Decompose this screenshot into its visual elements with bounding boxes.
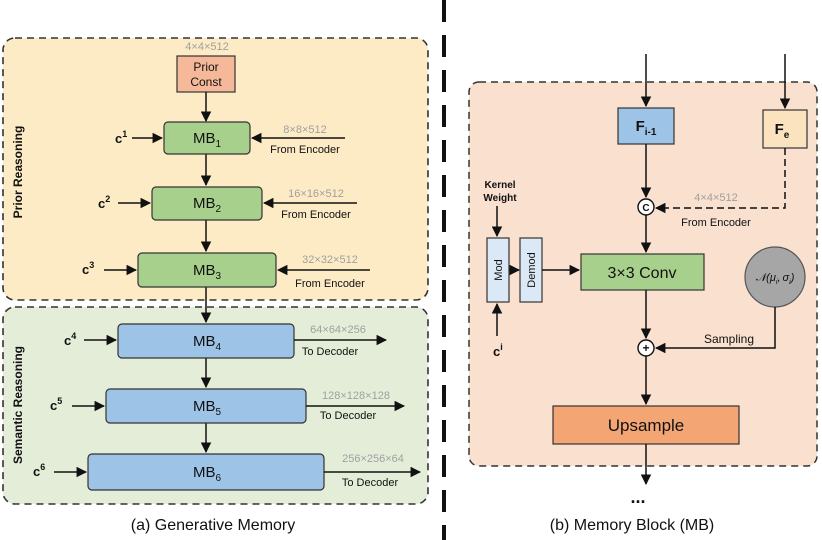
sampling-label: Sampling bbox=[704, 332, 754, 346]
prior-reasoning-label: Prior Reasoning bbox=[11, 126, 25, 219]
noise-label: 𝒩(μi,σi) bbox=[756, 272, 795, 286]
mb4-label: MB4 bbox=[193, 333, 222, 353]
upsample-label: Upsample bbox=[608, 416, 685, 435]
mb4-io: To Decoder bbox=[302, 346, 359, 358]
output-ellipsis: ... bbox=[630, 487, 645, 507]
semantic-reasoning-label: Semantic Reasoning bbox=[11, 346, 25, 464]
prior-const-label-1: Prior bbox=[193, 60, 218, 74]
encoder-dashed-path bbox=[654, 148, 786, 214]
prior-const-dim: 4×4×512 bbox=[185, 41, 228, 53]
mb1-label: MB1 bbox=[193, 130, 222, 150]
enc-dim: 4×4×512 bbox=[694, 192, 737, 204]
c6-label: c6 bbox=[33, 462, 45, 479]
mod-label: Mod bbox=[493, 259, 505, 280]
mb6-dim: 256×256×64 bbox=[342, 453, 404, 465]
f-enc-label: Fe bbox=[775, 121, 790, 141]
kernel-label-2: Weight bbox=[483, 193, 517, 204]
c5-label: c5 bbox=[50, 396, 62, 413]
right-caption: (b) Memory Block (MB) bbox=[550, 517, 714, 534]
f-prev-block bbox=[617, 107, 675, 145]
concat-symbol: C bbox=[642, 203, 649, 214]
prior-const-block bbox=[176, 55, 236, 93]
mb2-block bbox=[151, 186, 263, 221]
plus-symbol: + bbox=[642, 341, 649, 355]
mb2-label: MB2 bbox=[193, 195, 222, 215]
c3-label: c3 bbox=[82, 260, 94, 277]
prior-const-label-2: Const bbox=[190, 75, 222, 89]
prior-reasoning-region bbox=[2, 37, 429, 301]
mb3-label: MB3 bbox=[193, 262, 222, 282]
conv-label: 3×3 Conv bbox=[608, 265, 677, 282]
demod-label: Demod bbox=[526, 252, 538, 287]
c2-label: c2 bbox=[98, 194, 110, 211]
ci-label: ci bbox=[493, 342, 503, 359]
mb4-dim: 64×64×256 bbox=[310, 324, 366, 336]
mb6-label: MB6 bbox=[193, 464, 222, 484]
kernel-label-1: Kernel bbox=[484, 180, 515, 191]
mb5-io: To Decoder bbox=[320, 410, 377, 422]
enc-label: From Encoder bbox=[681, 217, 751, 229]
c4-label: c4 bbox=[64, 331, 76, 348]
mb1-dim: 8×8×512 bbox=[283, 124, 326, 136]
mb1-io: From Encoder bbox=[270, 144, 340, 156]
mb2-io: From Encoder bbox=[281, 209, 351, 221]
mb3-dim: 32×32×512 bbox=[302, 254, 358, 266]
f-prev-label: Fi-1 bbox=[636, 118, 657, 138]
f-enc-block bbox=[762, 109, 808, 149]
mb6-io: To Decoder bbox=[342, 477, 399, 489]
mb3-block bbox=[137, 252, 277, 288]
mb3-io: From Encoder bbox=[295, 278, 365, 290]
conv-block bbox=[580, 253, 705, 291]
mb5-label: MB5 bbox=[193, 398, 222, 418]
sampling-path bbox=[654, 307, 776, 354]
mb1-block bbox=[163, 121, 251, 155]
left-caption: (a) Generative Memory bbox=[131, 517, 296, 534]
c1-label: c1 bbox=[115, 129, 127, 146]
mb2-dim: 16×16×512 bbox=[288, 188, 344, 200]
mb5-dim: 128×128×128 bbox=[322, 390, 390, 402]
mb4-block bbox=[117, 323, 295, 359]
